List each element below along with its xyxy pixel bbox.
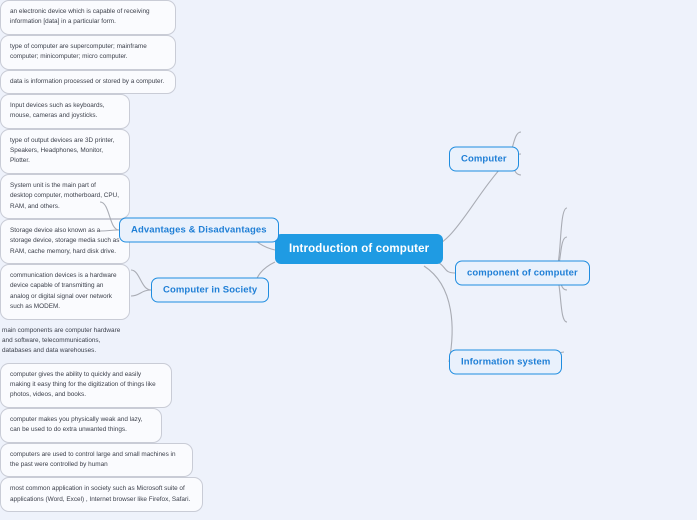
leaf-card[interactable]: Storage device also known as a storage d… (0, 218, 130, 264)
edge-society-leaf-1 (130, 289, 152, 297)
branch-node-computer-in-society[interactable]: Computer in Society (151, 277, 270, 303)
leaf-card[interactable]: type of computer are supercomputer; main… (0, 34, 176, 70)
edge-society-leaf-0 (130, 269, 152, 291)
branch-node-computer[interactable]: Computer (449, 146, 519, 172)
leaf-card[interactable]: computer gives the ability to quickly an… (0, 362, 172, 408)
branch-node-component-of-computer[interactable]: component of computer (455, 260, 590, 286)
leaf-card[interactable]: most common application in society such … (0, 477, 203, 512)
leaf-card[interactable]: communication devices is a hardware devi… (0, 264, 130, 320)
leaf-card[interactable]: type of output devices are 3D printer, S… (0, 128, 130, 174)
leaf-card[interactable]: main components are computer hardware an… (2, 326, 121, 355)
leaf-card[interactable]: an electronic device which is capable of… (0, 0, 176, 35)
leaf-card[interactable]: System unit is the main part of desktop … (0, 173, 130, 219)
branch-node-information-system[interactable]: Information system (449, 349, 563, 375)
edge-root-information (423, 265, 453, 363)
root-node[interactable]: Introduction of computer (275, 234, 444, 264)
leaf-card[interactable]: computers are used to control large and … (0, 442, 193, 478)
branch-node-advantages-disadvantages[interactable]: Advantages & Disadvantages (119, 217, 279, 243)
leaf-card[interactable]: computer makes you physically weak and l… (0, 407, 162, 443)
leaf-card[interactable]: data is information processed or stored … (0, 69, 176, 94)
leaf-card[interactable]: Input devices such as keyboards, mouse, … (0, 93, 130, 129)
